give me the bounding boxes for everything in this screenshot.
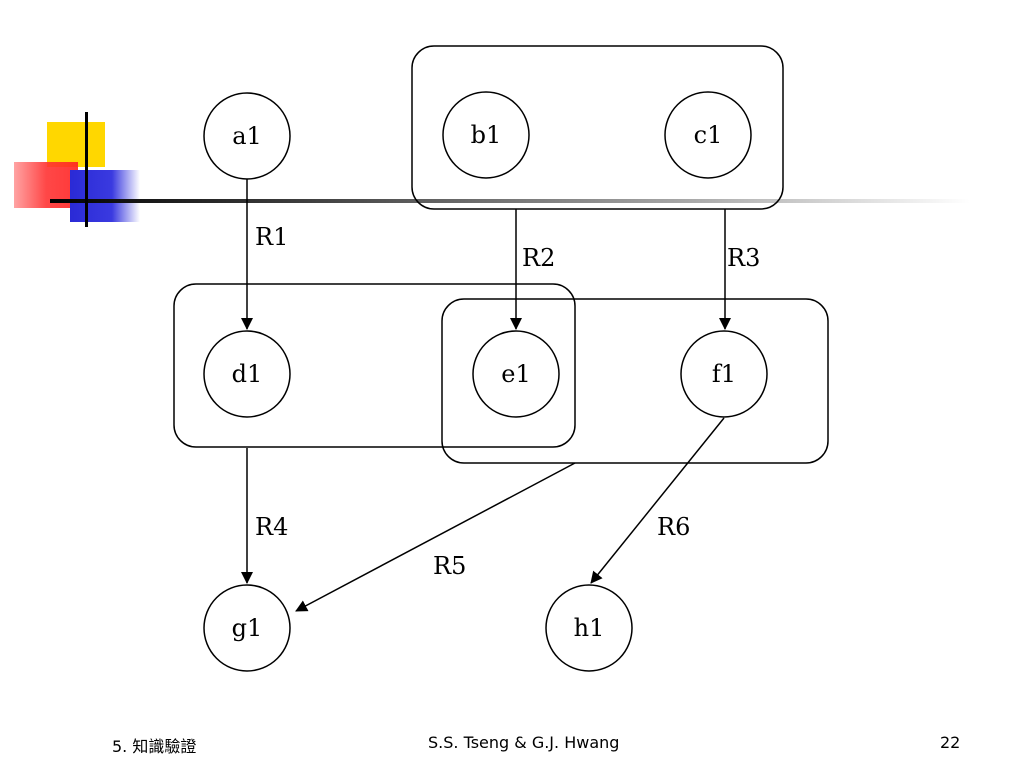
edge-r6 [590,417,725,584]
rule-label-r4: R4 [255,513,288,541]
edge-r5 [295,462,576,612]
decor-blue-square [70,170,140,222]
rule-label-r5: R5 [433,552,466,580]
node-e1: e1 [472,330,560,418]
group-box-e1-f1 [441,298,829,464]
node-a1-label: a1 [232,122,262,150]
rule-label-r2: R2 [522,244,555,272]
node-d1: d1 [203,330,291,418]
decor-yellow-square [47,122,105,167]
rule-label-r6: R6 [657,513,690,541]
node-f1: f1 [680,330,768,418]
footer-page-number: 22 [940,733,961,752]
node-h1-label: h1 [574,614,605,642]
node-g1: g1 [203,584,291,672]
node-b1-label: b1 [471,121,502,149]
node-g1-label: g1 [232,614,263,642]
rule-label-r3: R3 [727,244,760,272]
node-h1: h1 [545,584,633,672]
node-d1-label: d1 [232,360,263,388]
decor-vertical-line [85,112,88,227]
node-b1: b1 [442,91,530,179]
group-box-b1-c1 [411,45,784,210]
node-c1: c1 [664,91,752,179]
footer-authors: S.S. Tseng & G.J. Hwang [428,733,620,752]
rule-label-r1: R1 [255,223,288,251]
node-e1-label: e1 [501,360,530,388]
decor-horizontal-line [50,199,970,203]
node-c1-label: c1 [694,121,723,149]
node-a1: a1 [203,92,291,180]
group-box-d1-e1 [173,283,576,448]
footer-chapter: 5. 知識驗證 [112,737,197,756]
node-f1-label: f1 [712,360,736,388]
decor-ornament [14,112,970,227]
